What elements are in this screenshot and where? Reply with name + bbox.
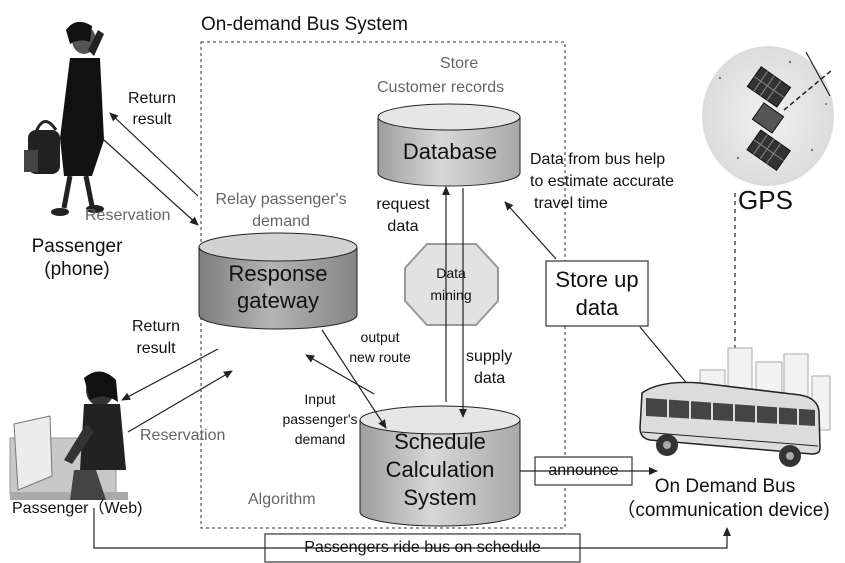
- arrow-return-result-web: [121, 348, 219, 401]
- data-mining-octagon: [404, 243, 499, 326]
- arrow-reservation-web: [127, 370, 233, 433]
- passenger-web-figure: [9, 371, 128, 500]
- arrow-ride-bus: [93, 508, 731, 549]
- system-title: On-demand Bus System: [201, 14, 408, 35]
- gps-satellite-icon: [702, 46, 834, 186]
- schedule-line-2: Calculation: [385, 457, 495, 482]
- output-new-route-line-2: new route: [349, 349, 411, 365]
- announce-label: announce: [548, 462, 619, 479]
- schedule-line-1: Schedule: [394, 429, 486, 454]
- arrows: [93, 112, 739, 549]
- store-up-data-line-2: data: [575, 295, 619, 320]
- arrow-reservation-phone: [103, 139, 199, 226]
- arrow-input-demand: [321, 329, 387, 429]
- store-label: Store: [440, 55, 479, 72]
- bus-data-line-3: travel time: [534, 195, 608, 212]
- passenger-phone-line-2: (phone): [44, 259, 110, 280]
- supply-data-line-2: data: [474, 370, 506, 387]
- return-result-phone-line-2: result: [132, 111, 172, 128]
- response-gateway-line-2: gateway: [237, 288, 319, 313]
- input-demand-line-3: demand: [294, 431, 346, 447]
- bus-data-line-2: to estimate accurate: [530, 173, 675, 190]
- schedule-line-3: System: [403, 485, 477, 510]
- relay-demand-line-1: Relay passenger's: [215, 191, 347, 208]
- reservation-web-label: Reservation: [140, 427, 226, 444]
- response-gateway-line-1: Response: [228, 261, 328, 286]
- passenger-web-label: Passenger（Web): [12, 500, 143, 517]
- bus-data-line-1: Data from bus help: [530, 151, 666, 168]
- on-demand-bus-line-1: On Demand Bus: [654, 476, 796, 497]
- passenger-phone-line-1: Passenger: [31, 236, 123, 257]
- gps-label: GPS: [738, 185, 793, 215]
- supply-data-line-1: supply: [466, 348, 513, 365]
- customer-records-label: Customer records: [377, 79, 505, 96]
- database-cylinder: [377, 103, 521, 187]
- arrow-store-up-data: [504, 201, 557, 260]
- on-demand-bus-line-2: （communication device): [616, 500, 830, 521]
- request-data-line-2: data: [387, 218, 419, 235]
- passenger-phone-figure: [24, 21, 104, 216]
- return-result-phone-line-1: Return: [127, 90, 177, 107]
- schedule-calculation-cylinder: [359, 405, 521, 527]
- algorithm-label: Algorithm: [248, 491, 316, 508]
- return-result-web-line-1: Return: [131, 318, 181, 335]
- return-result-web-line-2: result: [136, 340, 176, 357]
- input-demand-line-2: passenger's: [282, 411, 358, 427]
- response-gateway-cylinder: [198, 232, 358, 330]
- store-up-data-line-1: Store up: [555, 267, 639, 292]
- data-mining-line-2: mining: [430, 287, 472, 303]
- ride-bus-label: Passengers ride bus on schedule: [304, 539, 541, 556]
- data-mining-line-1: Data: [436, 265, 466, 281]
- input-demand-line-1: Input: [304, 391, 336, 407]
- output-new-route-line-1: output: [360, 329, 400, 345]
- reservation-phone-label: Reservation: [85, 207, 171, 224]
- request-data-line-1: request: [376, 196, 430, 213]
- arrow-output-route: [305, 354, 375, 395]
- database-label: Database: [402, 139, 498, 164]
- bus-icon: [639, 381, 821, 467]
- arrow-return-result-phone: [109, 112, 199, 197]
- arrow-bus-to-store: [639, 326, 695, 393]
- store-up-data-box: [545, 260, 649, 327]
- relay-demand-line-2: demand: [252, 213, 310, 230]
